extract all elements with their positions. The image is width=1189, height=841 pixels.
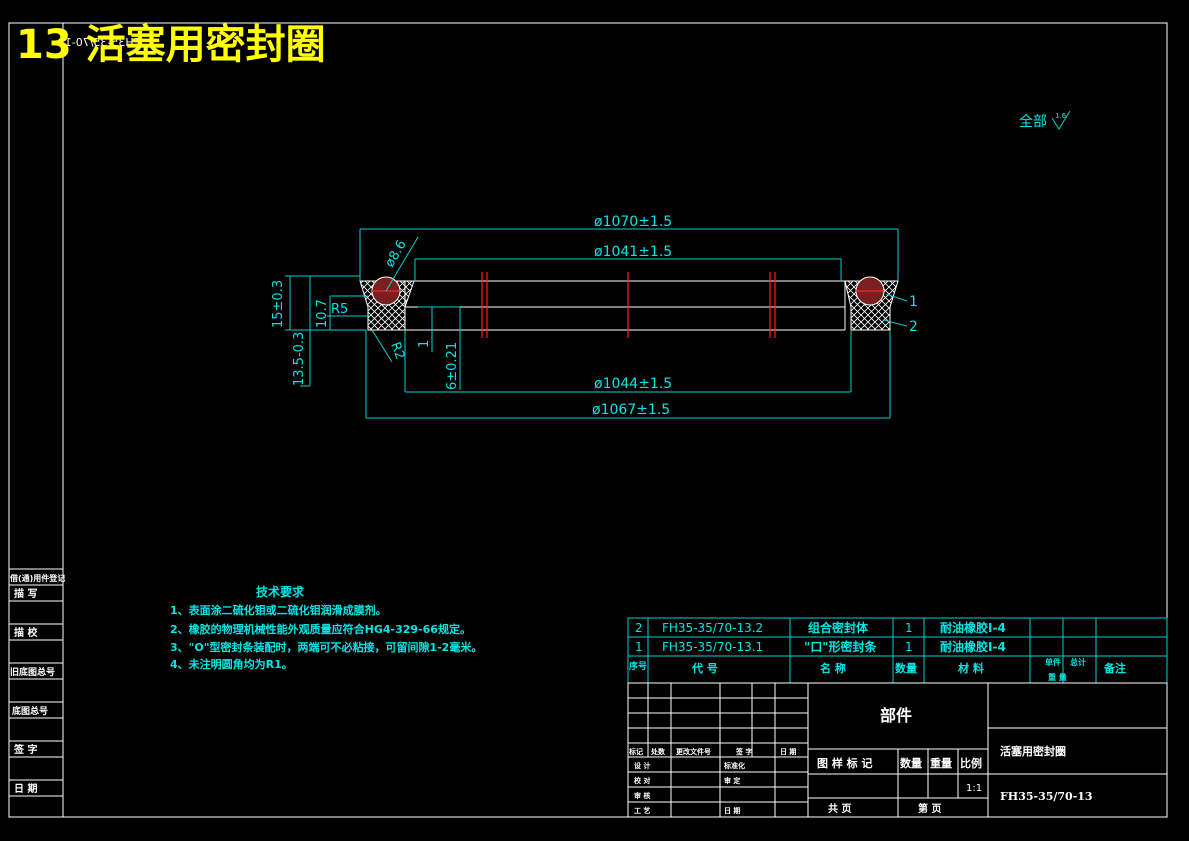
title-block	[627, 682, 1168, 818]
tb-rev-date: 日 期	[780, 747, 796, 756]
strip-label-5: 底图总号	[12, 705, 48, 717]
tech-req-item-3: 3、"O"型密封条装配时，两端可不必粘接，可留间隙1-2毫米。	[170, 640, 482, 654]
outer-frame	[8, 22, 1168, 818]
balloon-1: 1	[909, 294, 918, 310]
bom-header-remark: 备注	[1103, 661, 1126, 675]
strip-label-1: 借(通)用件登记	[9, 573, 65, 583]
bom-row2-no: 2	[635, 621, 643, 635]
dim-r2: R2	[387, 340, 407, 361]
tb-weight: 重量	[930, 756, 952, 770]
dim-h135: 13.5-0.3	[292, 332, 307, 386]
bom-row1-name: "口"形密封条	[804, 639, 878, 654]
bom-row1-qty: 1	[905, 640, 913, 654]
dim-h1: 1	[417, 340, 432, 348]
roughness-label: 全部	[1019, 113, 1047, 130]
bom-row2-name: 组合密封体	[808, 620, 869, 635]
tb-drawing-code: FH35-35/70-13	[1000, 790, 1093, 803]
tb-approve: 审 定	[724, 776, 740, 785]
bom-header-unit2: 总计	[1070, 657, 1086, 667]
strip-label-3: 描 校	[14, 626, 38, 639]
tech-req-item-2: 2、橡胶的物理机械性能外观质量应符合HG4-329-66规定。	[170, 622, 471, 636]
dim-d1041: ø1041±1.5	[594, 244, 672, 260]
tb-rev-count: 处数	[650, 747, 666, 756]
strip-label-7: 日 期	[14, 782, 37, 795]
tb-rev-doc: 更改文件号	[676, 747, 711, 756]
left-strip	[9, 568, 63, 797]
bom-header-qty: 数量	[895, 661, 917, 675]
balloon-2: 2	[909, 319, 918, 335]
strip-label-2: 描 写	[14, 587, 37, 600]
tech-req-item-4: 4、未注明圆角均为R1。	[170, 657, 293, 671]
tb-sheet: 第 页	[918, 802, 941, 815]
dim-d1067: ø1067±1.5	[592, 402, 670, 418]
bom-header-unit1: 单件	[1045, 657, 1061, 667]
tb-total: 共 页	[828, 802, 851, 815]
tb-date: 日 期	[724, 806, 740, 815]
tb-drawing-name: 活塞用密封圈	[1000, 744, 1066, 758]
bom-row1-no: 1	[635, 640, 643, 654]
tb-craft: 工 艺	[634, 806, 650, 815]
bom-row2-qty: 1	[905, 621, 913, 635]
tb-mark: 图 样 标 记	[817, 756, 873, 770]
dim-h6: 6±0.21	[445, 342, 460, 390]
tb-scale-value: 1:1	[966, 783, 982, 794]
dim-r5: R5	[331, 302, 348, 317]
dim-h107: 10.7	[315, 299, 330, 328]
inner-frame	[62, 22, 1168, 818]
bom-header-code: 代 号	[691, 661, 718, 675]
bom-row1-material: 耐油橡胶Ⅰ-4	[940, 639, 1006, 654]
tb-std: 标准化	[723, 761, 745, 770]
tb-design: 设 计	[634, 761, 650, 770]
tb-rev-mark: 标记	[628, 747, 643, 756]
bom-row1-code: FH35-35/70-13.1	[662, 640, 763, 654]
bom-header-material: 材 料	[958, 661, 984, 675]
seal-drawing	[285, 228, 908, 419]
tech-req-heading: 技术要求	[256, 584, 305, 599]
tech-req-item-1: 1、表面涂二硫化钼或二硫化钼润滑成膜剂。	[170, 603, 387, 617]
roughness-symbol	[1051, 110, 1071, 130]
tb-review: 审 核	[634, 791, 650, 800]
strip-label-6: 签 字	[13, 743, 37, 756]
strip-label-4: 旧底图总号	[10, 666, 55, 678]
tb-check: 校 对	[634, 776, 650, 785]
bom-header-no: 序号	[629, 660, 647, 672]
bom-header-weight: 重 量	[1048, 672, 1067, 682]
mirrored-drawing-code: FH35-35/70-13	[58, 36, 140, 49]
tb-part-type: 部件	[880, 706, 912, 725]
bom-row2-material: 耐油橡胶Ⅰ-4	[940, 620, 1006, 635]
dim-h15: 15±0.3	[271, 280, 286, 328]
bom-header-name: 名 称	[820, 661, 846, 675]
page-title: 13 活塞用密封圈	[16, 22, 326, 68]
dim-d86: ø8.6	[382, 238, 409, 270]
tb-qty: 数量	[900, 756, 922, 770]
tb-rev-sign: 签 字	[735, 747, 752, 756]
roughness-value: 1.6	[1055, 112, 1067, 120]
bom-row2-code: FH35-35/70-13.2	[662, 621, 763, 635]
tb-scale: 比例	[960, 756, 982, 770]
dim-d1070: ø1070±1.5	[594, 214, 672, 230]
dim-d1044: ø1044±1.5	[594, 376, 672, 392]
